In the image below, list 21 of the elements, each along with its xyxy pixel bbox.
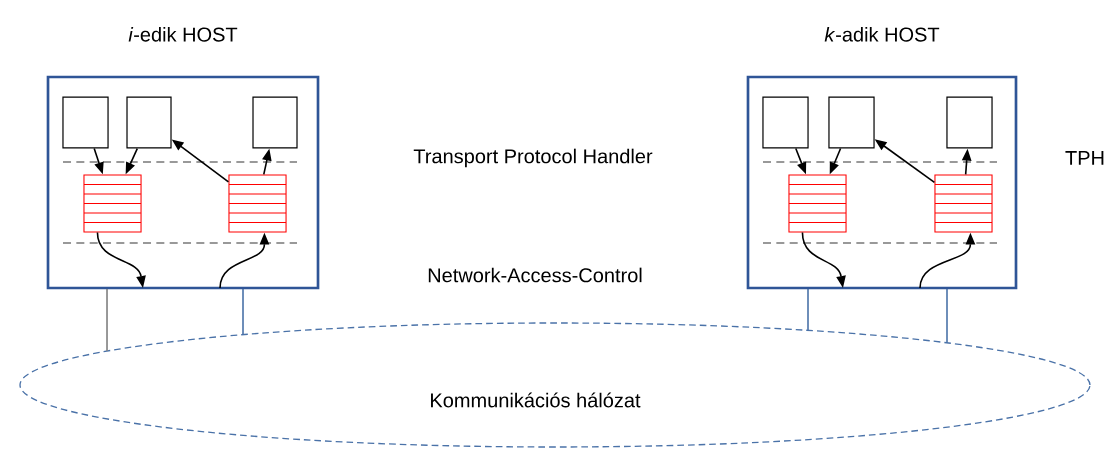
- host-box: i-edik HOST: [46, 26, 320, 290]
- connector-line: [807, 288, 809, 332]
- process-box: [828, 96, 875, 149]
- queue-buffer: [934, 174, 993, 233]
- process-box: [62, 96, 109, 149]
- connector-line: [242, 288, 244, 336]
- process-box: [252, 96, 298, 149]
- queue-buffer: [788, 174, 847, 233]
- layer-label: Network-Access-Control: [428, 267, 642, 283]
- host-box: k-adik HOST: [746, 26, 1018, 290]
- connector-line: [106, 288, 108, 352]
- queue-buffer: [228, 174, 287, 233]
- layer-label: TPH: [1065, 151, 1104, 165]
- queue-buffer: [83, 174, 142, 233]
- node-label: i-edik HOST: [128, 26, 238, 42]
- connector-line: [946, 288, 948, 344]
- node-label: k-adik HOST: [824, 26, 940, 42]
- layer-label: Transport Protocol Handler: [413, 148, 653, 168]
- process-box: [762, 96, 809, 149]
- process-box: [126, 96, 172, 149]
- process-box: [946, 96, 993, 149]
